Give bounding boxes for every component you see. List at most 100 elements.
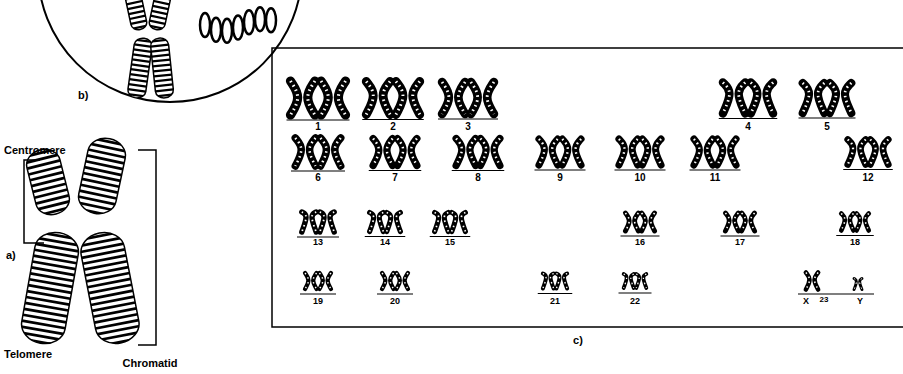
part-label: Chromatid [123, 358, 178, 369]
chromosome [625, 213, 638, 231]
pair-underline [799, 117, 856, 118]
chromatid-arm [124, 0, 148, 31]
part-label: Telomere [4, 349, 52, 360]
chromosome [305, 273, 317, 289]
callout-number: 12 [862, 173, 873, 183]
chromosome [803, 83, 825, 113]
callout-number: 13 [313, 238, 323, 247]
pair-underline [438, 118, 498, 119]
chromosome [857, 214, 869, 231]
pair-underline [362, 119, 424, 120]
chromosome [396, 82, 420, 115]
chromosome [471, 82, 494, 114]
chromosome [751, 83, 773, 114]
chromosome [694, 139, 713, 165]
pair-underline [365, 236, 406, 237]
chromosome [295, 138, 315, 166]
callout-number: 18 [850, 238, 860, 247]
callout-number: 7 [392, 173, 398, 183]
chromosome [382, 273, 394, 289]
pair-underline [287, 119, 350, 120]
callout-number: 16 [635, 238, 645, 247]
chromosome [321, 81, 345, 115]
chromatid-arm [148, 0, 172, 31]
chromosome [320, 212, 334, 232]
callout-number: 9 [557, 173, 563, 183]
chromosome [456, 139, 475, 166]
callout-number: 19 [313, 297, 323, 306]
callout-number: 4 [745, 122, 751, 132]
callout-number: 2 [390, 122, 396, 132]
chromatid-arm [19, 229, 82, 347]
chromosome [290, 81, 314, 115]
pair-underline [619, 292, 652, 293]
chromosome [539, 139, 558, 165]
chromosome [717, 139, 736, 165]
pair-underline [798, 293, 874, 294]
panel-letter: b) [78, 90, 88, 101]
karyotype [287, 81, 893, 294]
chromosome [562, 139, 581, 165]
chromosome-label: Y [857, 297, 863, 306]
pair-underline [615, 169, 666, 170]
chromosome [830, 83, 852, 113]
part-label: Centromere [4, 145, 66, 156]
chromosome [725, 213, 738, 231]
callout-number: 8 [475, 173, 481, 183]
callout-number: 14 [380, 238, 390, 247]
callout-number: 22 [630, 297, 640, 306]
pair-underline [538, 293, 573, 294]
chromatin-coil [200, 7, 276, 43]
chromosome [723, 83, 745, 114]
callout-number: 5 [824, 122, 830, 132]
pair-underline [719, 118, 778, 119]
chromatid-arm [76, 135, 129, 217]
callout-number: 23 [820, 296, 829, 304]
chromosome [452, 213, 466, 232]
chromosome [854, 279, 862, 290]
chromosome [619, 139, 638, 165]
chromosome [396, 273, 408, 289]
chromatid-arm [127, 37, 153, 99]
pair-underline [721, 235, 760, 236]
callout-number: 1 [315, 122, 321, 132]
chromosome-label: X [803, 297, 809, 306]
chromosome [556, 274, 567, 289]
pair-underline [430, 236, 471, 237]
chromosome [543, 274, 554, 289]
chromosome [319, 273, 331, 289]
chromosome [642, 139, 661, 165]
pair-underline [535, 169, 586, 170]
chromosome [435, 213, 449, 232]
chromosome [321, 138, 341, 166]
bracket [24, 150, 156, 345]
chromosome [642, 213, 655, 231]
callout-number: 21 [550, 297, 560, 306]
chromosome [442, 82, 465, 114]
pair-underline [836, 235, 874, 236]
callout-number: 17 [735, 238, 745, 247]
magnified-inset [38, 0, 302, 102]
chromosome-illustration [19, 135, 143, 347]
pair-underline [621, 235, 660, 236]
chromatid-arm [24, 146, 73, 218]
chromosome [742, 213, 755, 231]
panel-frame [272, 48, 903, 327]
chromatid-arm [78, 229, 143, 347]
chromosome [366, 82, 390, 115]
callout-number: 15 [445, 238, 455, 247]
chromosome [387, 213, 401, 232]
callout-number: 6 [315, 173, 321, 183]
callout-number: 20 [390, 297, 400, 306]
pair-underline [369, 170, 422, 171]
chromosome [870, 140, 888, 165]
chromosome [397, 139, 416, 166]
chromosome [806, 273, 818, 290]
chromosome [302, 212, 316, 232]
pair-underline [377, 293, 413, 294]
chromatid-arm [150, 37, 174, 99]
panel-letter: a) [6, 250, 16, 261]
pair-underline [452, 170, 505, 171]
callout-number: 10 [634, 173, 645, 183]
